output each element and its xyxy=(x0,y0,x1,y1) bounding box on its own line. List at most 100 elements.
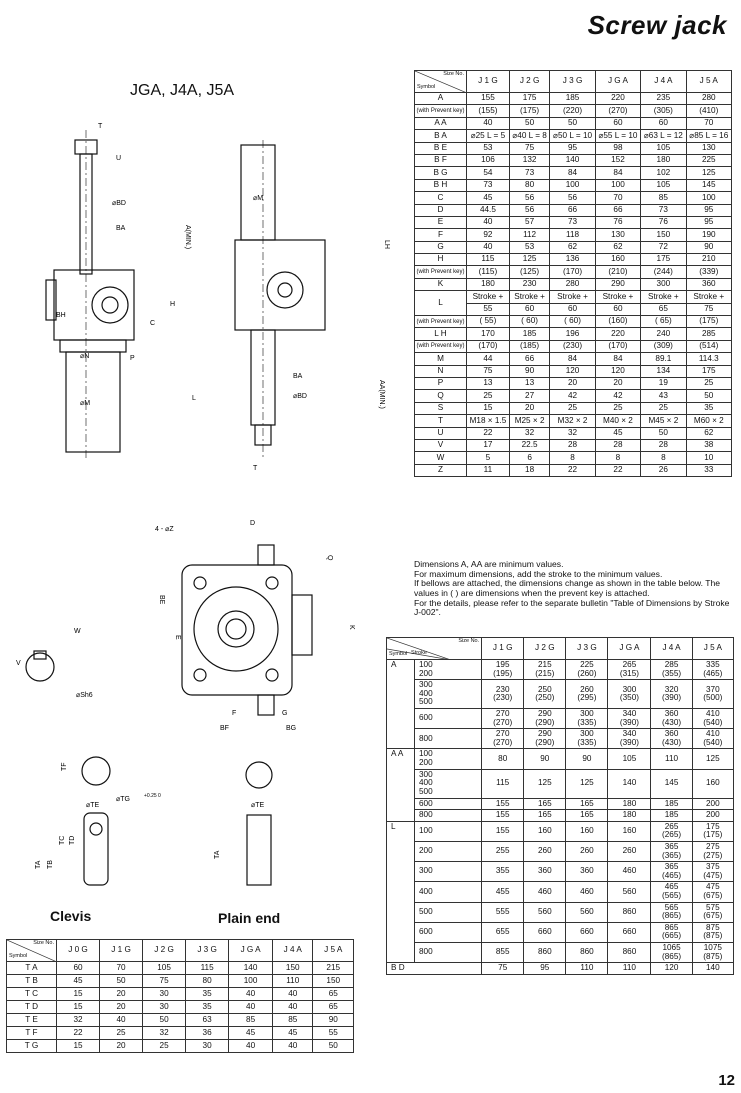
dim-v: V xyxy=(16,660,21,667)
row-symbol: T G xyxy=(6,1039,57,1053)
dim-e: E xyxy=(174,635,181,640)
dim-n: ⌀N xyxy=(80,353,89,360)
dimension-table: Size No. Symbol J 1 G J 2 G J 3 G J G A … xyxy=(414,70,733,478)
row-symbol: B H xyxy=(414,178,467,193)
dim-td: TD xyxy=(69,836,76,845)
row-symbol: L H xyxy=(414,327,467,341)
dim-t-side: T xyxy=(253,465,258,470)
dim-ba: BA xyxy=(116,225,126,232)
dim-lh: LH xyxy=(383,240,390,249)
dim-bh: BH xyxy=(56,312,66,319)
col-header: J G A xyxy=(594,70,642,93)
row-symbol: L xyxy=(414,290,467,317)
dim-p: P xyxy=(130,355,135,362)
page-title: Screw jack xyxy=(587,10,727,40)
col-header: J 5 A xyxy=(685,70,733,93)
row-symbol: Z xyxy=(414,463,467,478)
dim-m-side: ⌀M xyxy=(253,195,263,202)
dim-s: ⌀Sh6 xyxy=(76,692,93,699)
row-symbol: W xyxy=(414,451,467,465)
dim-a-min: A(MIN.) xyxy=(184,225,191,249)
row-symbol: C xyxy=(414,191,467,205)
col-header: J 2 G xyxy=(508,70,551,93)
row-symbol: T E xyxy=(6,1013,57,1027)
row-symbol: A A xyxy=(414,116,467,131)
row-symbol: D xyxy=(414,203,467,217)
row-symbol: (with Prevent key) xyxy=(414,315,467,329)
dim-t: T xyxy=(98,123,103,130)
dim-tb: TB xyxy=(47,860,54,869)
row-symbol: T C xyxy=(6,987,57,1001)
top-view-drawing: 4 - ⌀Z D Q BE E K F G BF BG W V ⌀Sh6 xyxy=(16,520,355,732)
dim-w: W xyxy=(74,628,81,635)
row-symbol: T A xyxy=(6,961,57,975)
dim-l: L xyxy=(192,395,196,402)
row-symbol: H xyxy=(414,253,467,267)
row-symbol: U xyxy=(414,426,467,440)
row-symbol: M xyxy=(414,352,467,366)
row-symbol: B F xyxy=(414,153,467,168)
front-view-drawing: T U ⌀BD BA A(MIN.) H C P ⌀N ⌀M L BH xyxy=(45,123,196,460)
col-header: J 4 A xyxy=(640,70,687,93)
row-symbol: Q xyxy=(414,389,467,403)
row-symbol: G xyxy=(414,240,467,255)
dim-g: G xyxy=(282,710,287,717)
plain-end-drawing: ⌀TE TA xyxy=(214,761,273,886)
row-symbol: (with Prevent key) xyxy=(414,339,467,354)
dim-aa-min: AA(MIN.) xyxy=(378,380,385,409)
row-symbol: B G xyxy=(414,166,467,180)
row-symbol: F xyxy=(414,228,467,242)
dim-be: BE xyxy=(158,595,165,605)
row-symbol: B E xyxy=(414,141,467,155)
dim-bd-side: ⌀BD xyxy=(293,393,307,400)
row-symbol: T xyxy=(414,414,467,428)
plain-end-label: Plain end xyxy=(218,910,281,926)
clevis-label: Clevis xyxy=(50,908,92,924)
page-number: 12 xyxy=(718,1072,735,1089)
dim-z: 4 - ⌀Z xyxy=(155,526,174,533)
row-symbol: K xyxy=(414,277,467,292)
row-symbol: E xyxy=(414,215,467,230)
dim-q: Q xyxy=(326,555,333,561)
row-symbol: T B xyxy=(6,974,57,988)
table-row: (with Prevent key)(170)(185)(230)(170)(3… xyxy=(414,339,733,354)
row-symbol: V xyxy=(414,438,467,453)
dim-u: U xyxy=(116,155,121,162)
dim-ba-side: BA xyxy=(293,373,303,380)
dim-bd: ⌀BD xyxy=(112,200,126,207)
row-symbol: (with Prevent key) xyxy=(414,104,467,118)
table-row: (with Prevent key)(155)(175)(220)(270)(3… xyxy=(414,104,733,118)
col-header: J 1 G xyxy=(466,70,510,93)
row-symbol: N xyxy=(414,364,467,379)
